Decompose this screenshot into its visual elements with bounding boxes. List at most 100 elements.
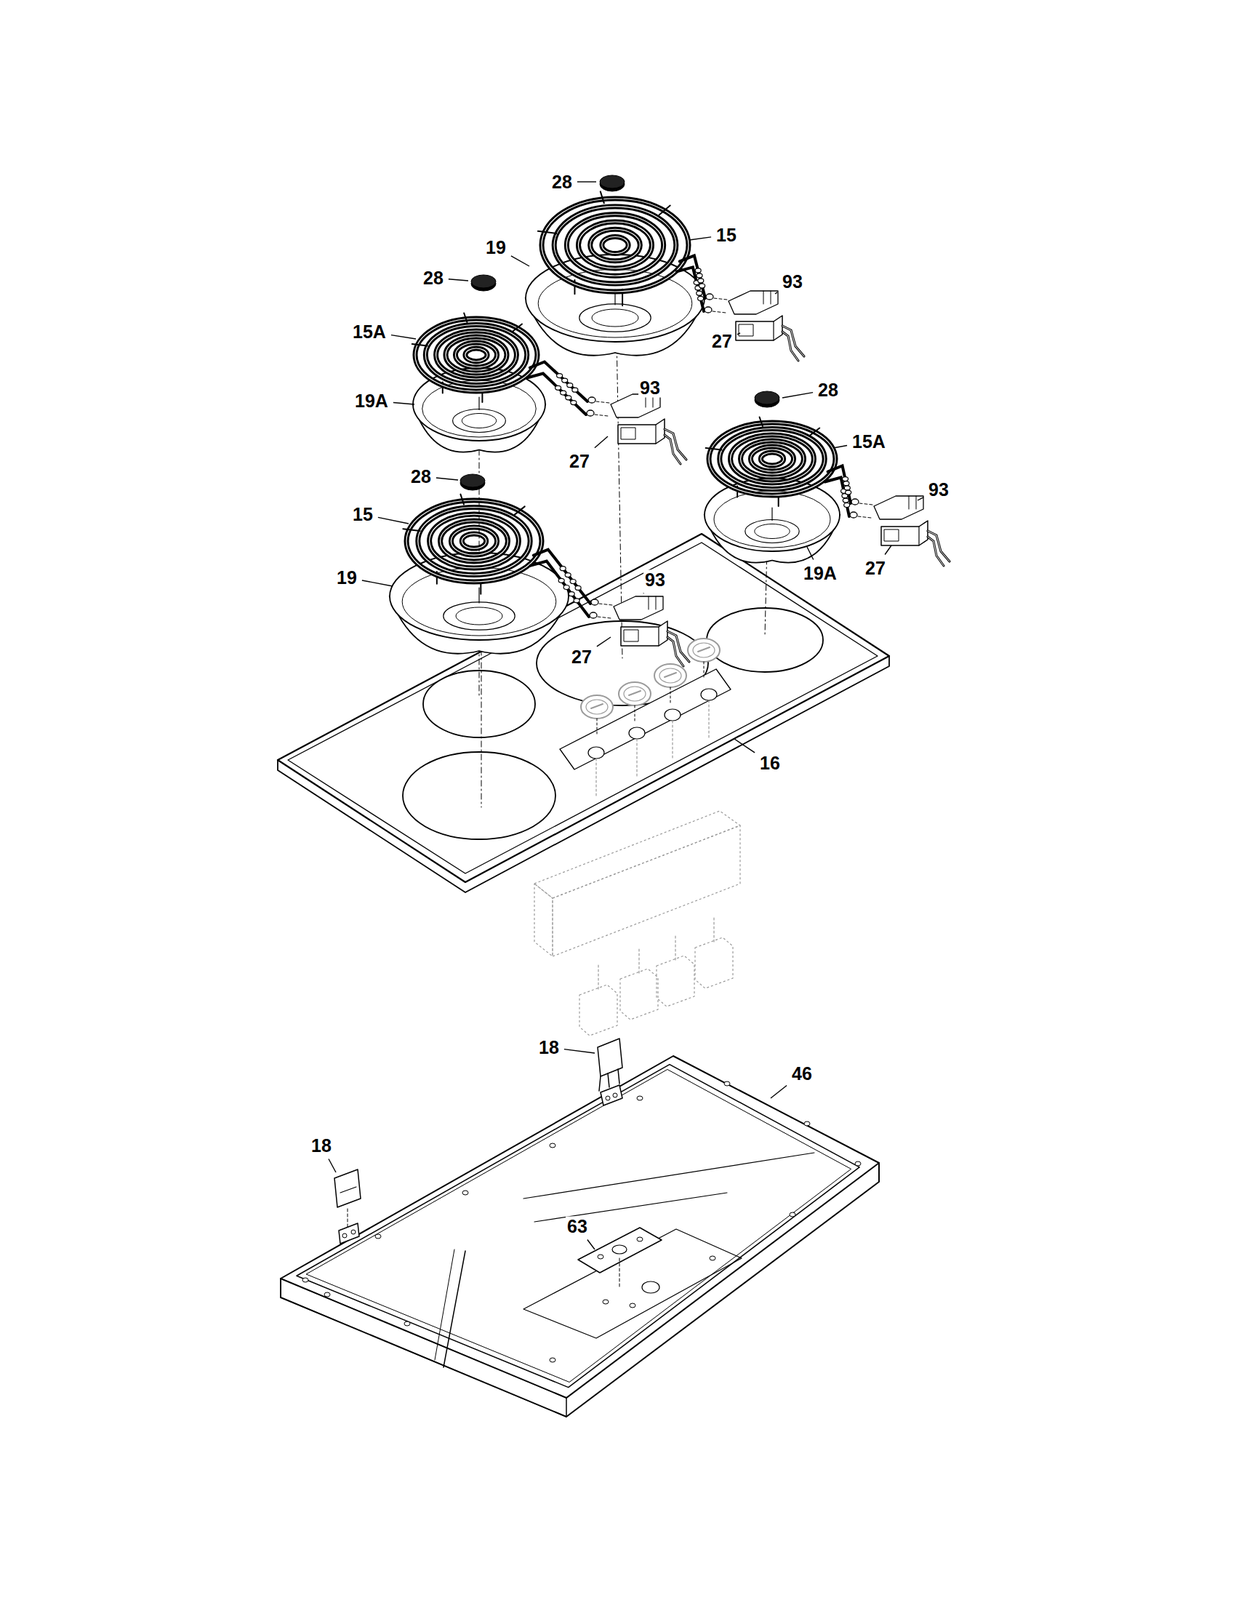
callout-number: 93 (643, 570, 667, 590)
outline (708, 422, 836, 496)
outline (804, 1121, 810, 1126)
stroke-line (809, 428, 820, 436)
stroke-line (638, 947, 640, 973)
leader-line (775, 292, 778, 294)
outline (455, 342, 497, 368)
leader-line (594, 436, 608, 448)
outline (704, 306, 712, 313)
stroke-line (594, 414, 608, 416)
stroke-line (534, 1192, 728, 1222)
outline (534, 883, 553, 957)
outline (692, 642, 715, 658)
outline (602, 236, 629, 254)
stroke-line (664, 672, 677, 677)
outline (580, 695, 613, 719)
stroke-line (460, 494, 464, 505)
outline (375, 1233, 381, 1239)
outline (342, 1233, 347, 1238)
outline (709, 1255, 716, 1260)
outline (599, 175, 625, 189)
leader-line (782, 392, 813, 398)
outline (562, 378, 568, 383)
callout-number: 27 (863, 558, 888, 579)
stroke-line (782, 331, 799, 361)
outline (418, 507, 531, 576)
stroke-line (412, 343, 428, 347)
outline (851, 498, 859, 505)
outline (750, 446, 794, 472)
outline (713, 490, 831, 548)
callout-number: 19 (484, 237, 508, 258)
outline (425, 324, 527, 386)
outline (461, 533, 486, 549)
outline (610, 394, 661, 418)
outline (590, 229, 641, 262)
outline (623, 686, 646, 701)
outline (556, 373, 563, 379)
stroke-line (628, 690, 641, 696)
outline (695, 268, 701, 273)
outline (641, 1281, 660, 1293)
outline (351, 1229, 356, 1234)
callout-number: 63 (565, 1216, 589, 1236)
outline (402, 751, 556, 840)
callout-number: 28 (550, 172, 574, 192)
outline (554, 206, 677, 284)
outline (708, 422, 836, 496)
callout-number: 28 (421, 268, 445, 288)
outline (750, 446, 794, 472)
outline (559, 566, 566, 571)
outline (873, 495, 924, 520)
outline (849, 511, 858, 518)
outline (697, 278, 704, 283)
callout-number: 93 (780, 271, 805, 292)
outline (541, 198, 689, 292)
callout-number: 19A (353, 391, 390, 411)
outline (445, 336, 507, 373)
callout-number: 19 (335, 567, 359, 588)
leader-line (770, 1085, 787, 1098)
outline (845, 490, 852, 495)
outline (450, 527, 497, 555)
outline (460, 474, 485, 488)
outline (728, 290, 778, 315)
stroke-line (908, 495, 910, 509)
outline (697, 295, 704, 301)
outline (656, 955, 695, 1007)
outline (628, 727, 645, 739)
outline (884, 529, 899, 541)
outline (754, 391, 780, 405)
stroke-line (595, 758, 597, 797)
leader-line (511, 255, 530, 267)
outline (566, 214, 664, 276)
outline (565, 395, 572, 400)
callout-number: 18 (309, 1135, 333, 1156)
outline (471, 274, 496, 288)
outline (602, 1299, 609, 1304)
leader-line (577, 181, 597, 182)
stroke-line (596, 401, 610, 403)
leader-line (391, 335, 416, 339)
outline (591, 599, 599, 605)
stroke-line (664, 428, 687, 460)
outline (440, 520, 509, 562)
switch-housing (534, 810, 741, 1036)
outline (705, 293, 714, 300)
stroke-line (713, 916, 714, 942)
leader-line (393, 402, 415, 405)
stroke-line (648, 596, 650, 610)
callout-number: 15 (714, 225, 738, 246)
outline (559, 668, 731, 770)
stroke-line (280, 1162, 880, 1398)
outline (738, 324, 754, 336)
outline (558, 578, 565, 583)
callout-number: 46 (790, 1063, 814, 1084)
element-cap (754, 391, 780, 408)
surface-element (704, 417, 950, 567)
outline (602, 236, 629, 254)
outline (636, 1095, 643, 1101)
outline (338, 1222, 360, 1244)
outline (687, 638, 720, 662)
stroke-line (770, 290, 772, 304)
stroke-line (667, 636, 684, 666)
